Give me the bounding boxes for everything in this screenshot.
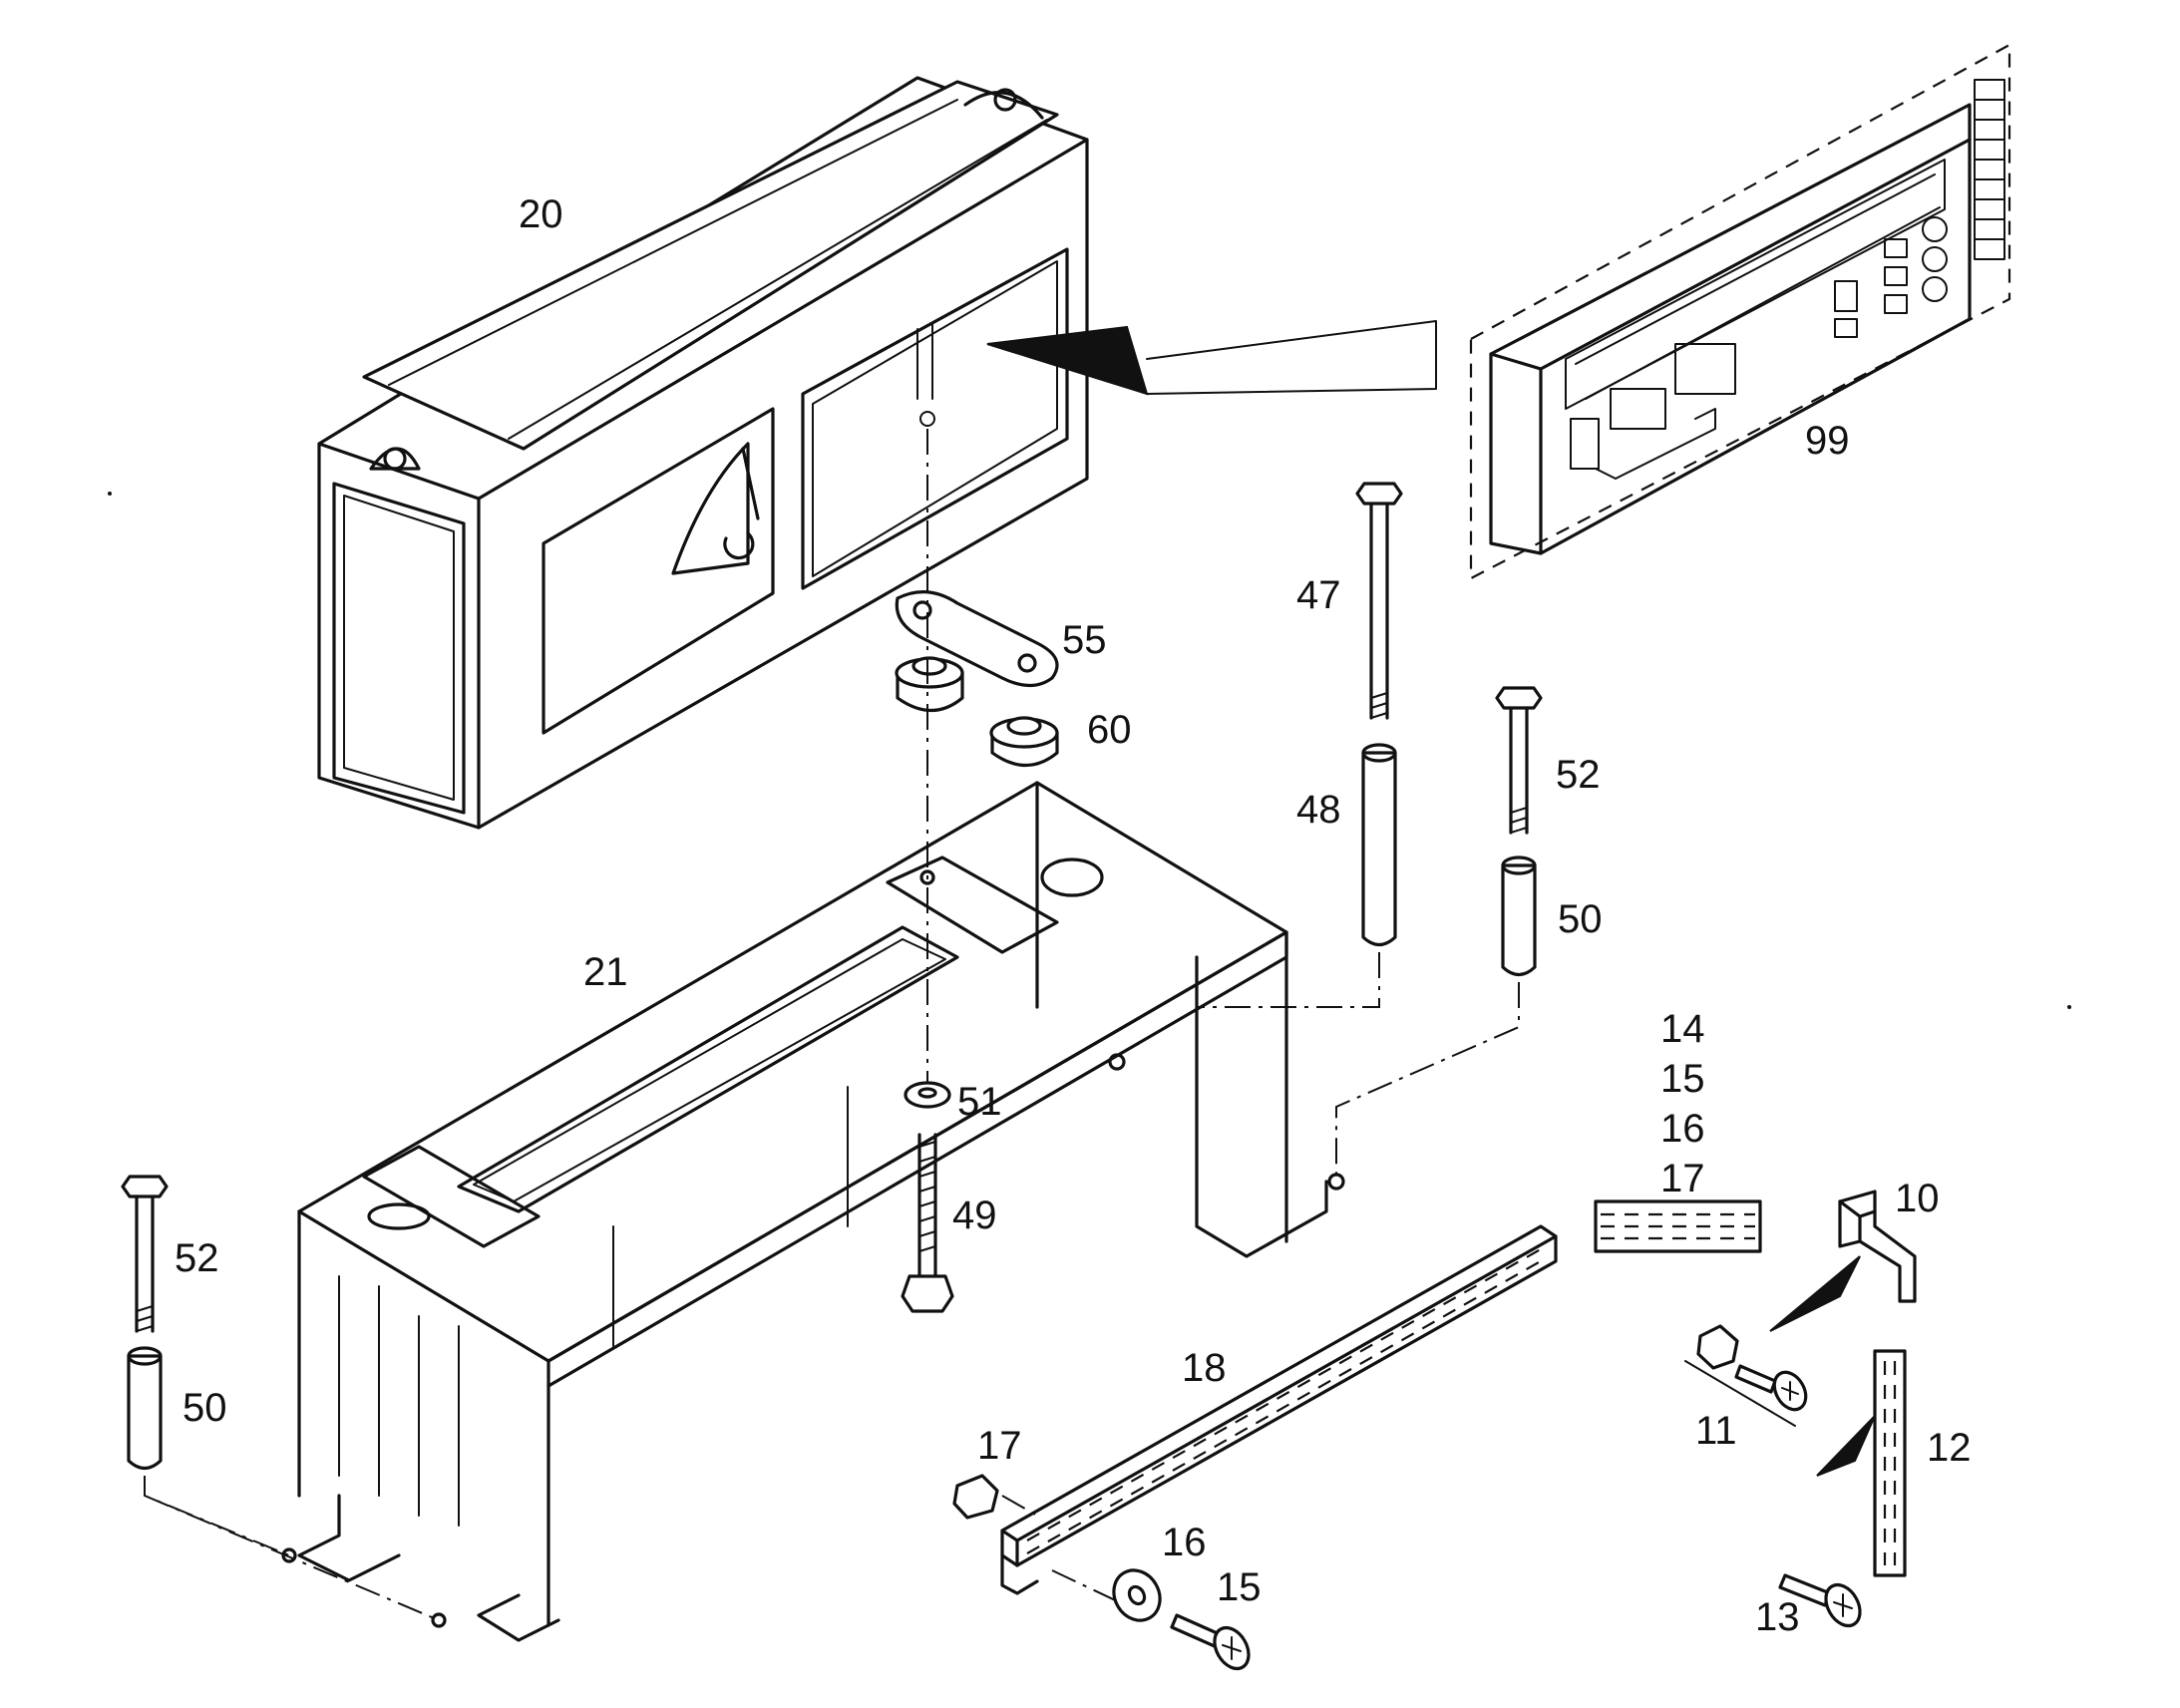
screw-13 bbox=[1778, 1573, 1862, 1628]
callout-16-bottom: 16 bbox=[1162, 1521, 1207, 1564]
callout-99: 99 bbox=[1805, 419, 1850, 463]
washer-16 bbox=[1112, 1568, 1162, 1622]
bolt-47 bbox=[1355, 482, 1403, 720]
spacer-50-right bbox=[1501, 855, 1537, 977]
stray-mark bbox=[2067, 1005, 2071, 1009]
callout-16-top: 16 bbox=[1660, 1107, 1705, 1151]
callout-51: 51 bbox=[957, 1080, 1002, 1124]
callout-21: 21 bbox=[583, 950, 628, 994]
bolt-52-left bbox=[121, 1175, 169, 1333]
bolt-52-left-axis bbox=[144, 1476, 440, 1621]
callout-14: 14 bbox=[1660, 1007, 1705, 1051]
nut-screw-11 bbox=[1684, 1324, 1808, 1427]
callout-12: 12 bbox=[1927, 1426, 1972, 1470]
strip-12 bbox=[1873, 1349, 1907, 1577]
arrow-to-strip-12 bbox=[1816, 1415, 1876, 1477]
mounting-rail-18 bbox=[1000, 1224, 1558, 1595]
link-plate-55 bbox=[895, 589, 1059, 688]
detail-pointer-arrow bbox=[986, 320, 1437, 396]
callout-49: 49 bbox=[952, 1194, 997, 1237]
callout-47: 47 bbox=[1296, 573, 1341, 617]
callout-18: 18 bbox=[1182, 1346, 1227, 1390]
callout-17-top: 17 bbox=[1660, 1157, 1705, 1200]
callout-50-right: 50 bbox=[1558, 897, 1603, 941]
stray-mark bbox=[108, 492, 112, 496]
callout-11: 11 bbox=[1695, 1409, 1737, 1453]
screw-15 bbox=[1170, 1613, 1251, 1671]
callout-52-left: 52 bbox=[175, 1236, 219, 1280]
nut-17 bbox=[952, 1474, 999, 1520]
washer-51 bbox=[904, 1081, 951, 1109]
callout-13: 13 bbox=[1755, 1595, 1800, 1639]
callout-15-bottom: 15 bbox=[1217, 1565, 1262, 1609]
spacer-50-left bbox=[127, 1346, 163, 1471]
cabinet-housing-20 bbox=[317, 76, 1089, 830]
arrow-to-clip-10 bbox=[1769, 1255, 1861, 1332]
callout-20: 20 bbox=[519, 192, 563, 236]
clip-10 bbox=[1838, 1190, 1917, 1303]
callout-52-right: 52 bbox=[1556, 753, 1601, 797]
base-frame-21 bbox=[281, 781, 1345, 1642]
bolt-47-axis bbox=[1197, 952, 1380, 1008]
callout-17-bottom: 17 bbox=[977, 1424, 1022, 1468]
callout-60: 60 bbox=[1087, 708, 1132, 752]
rubber-mount-60 bbox=[895, 656, 1059, 767]
bolt-52-right bbox=[1495, 686, 1543, 835]
bolt-49 bbox=[901, 1133, 954, 1313]
spacer-48 bbox=[1361, 743, 1397, 947]
strip-pack-14-17 bbox=[1594, 1199, 1762, 1253]
callout-48: 48 bbox=[1296, 788, 1341, 832]
callout-50-left: 50 bbox=[182, 1386, 227, 1430]
circuit-board-99 bbox=[1469, 43, 2011, 580]
callout-labels: 20 99 47 55 60 52 48 50 21 14 15 51 16 1… bbox=[175, 192, 1972, 1639]
callout-10: 10 bbox=[1895, 1177, 1940, 1220]
callout-15-top: 15 bbox=[1660, 1057, 1705, 1101]
callout-55: 55 bbox=[1062, 618, 1107, 662]
bolt-52-right-axis bbox=[1335, 982, 1520, 1177]
rail-fastener-axis bbox=[1001, 1495, 1148, 1616]
